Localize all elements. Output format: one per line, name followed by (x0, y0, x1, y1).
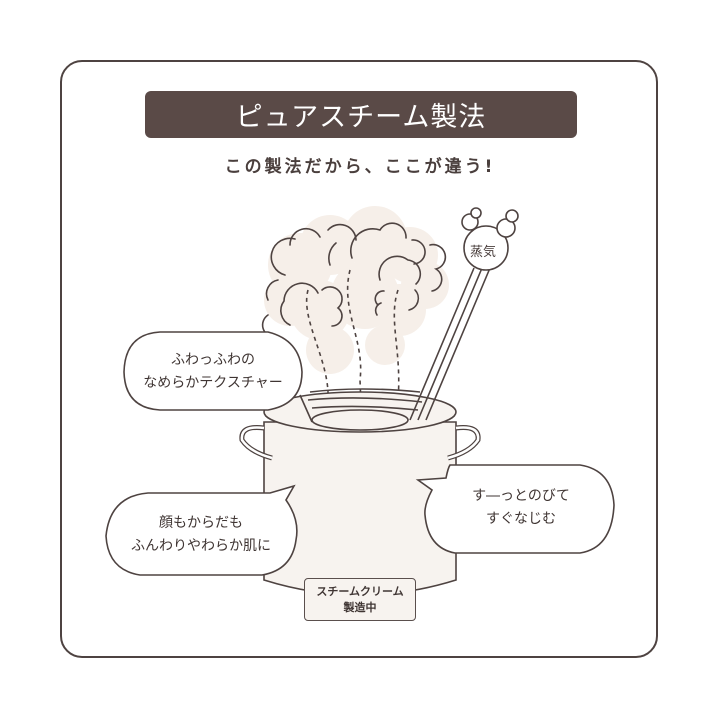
steam-tube (409, 267, 491, 421)
bubble-spread-line2: すぐなじむ (486, 511, 556, 527)
steam-bubble (461, 207, 519, 271)
title-banner: ピュアスチーム製法 (145, 91, 577, 138)
pot-label-line1: スチームクリーム (316, 585, 404, 598)
pot (239, 388, 481, 596)
pot-label: スチームクリーム 製造中 (304, 578, 416, 621)
bubble-spread: す―っとのびて すぐなじむ (428, 485, 614, 531)
bubble-skin-line2: ふんわりやわらか肌に (131, 538, 271, 554)
bubble-skin-line1: 顔もからだも (159, 515, 243, 531)
bubble-spread-line1: す―っとのびて (472, 488, 570, 504)
bubble-skin: 顔もからだも ふんわりやわらか肌に (106, 512, 296, 558)
pot-label-line2: 製造中 (343, 601, 377, 614)
steam-cloud-fill (264, 206, 449, 374)
steam-label: 蒸気 (470, 245, 497, 260)
steam-cloud-outline (261, 222, 447, 338)
bubble-texture-line1: ふわっふわの (171, 352, 255, 368)
bubble-texture: ふわっふわの なめらかテクスチャー (124, 349, 302, 395)
bubble-texture-line2: なめらかテクスチャー (143, 375, 283, 391)
page-title: ピュアスチーム製法 (235, 102, 487, 133)
subtitle: この製法だから、ここが違う! (224, 157, 496, 177)
speech-bubbles (105, 331, 615, 576)
